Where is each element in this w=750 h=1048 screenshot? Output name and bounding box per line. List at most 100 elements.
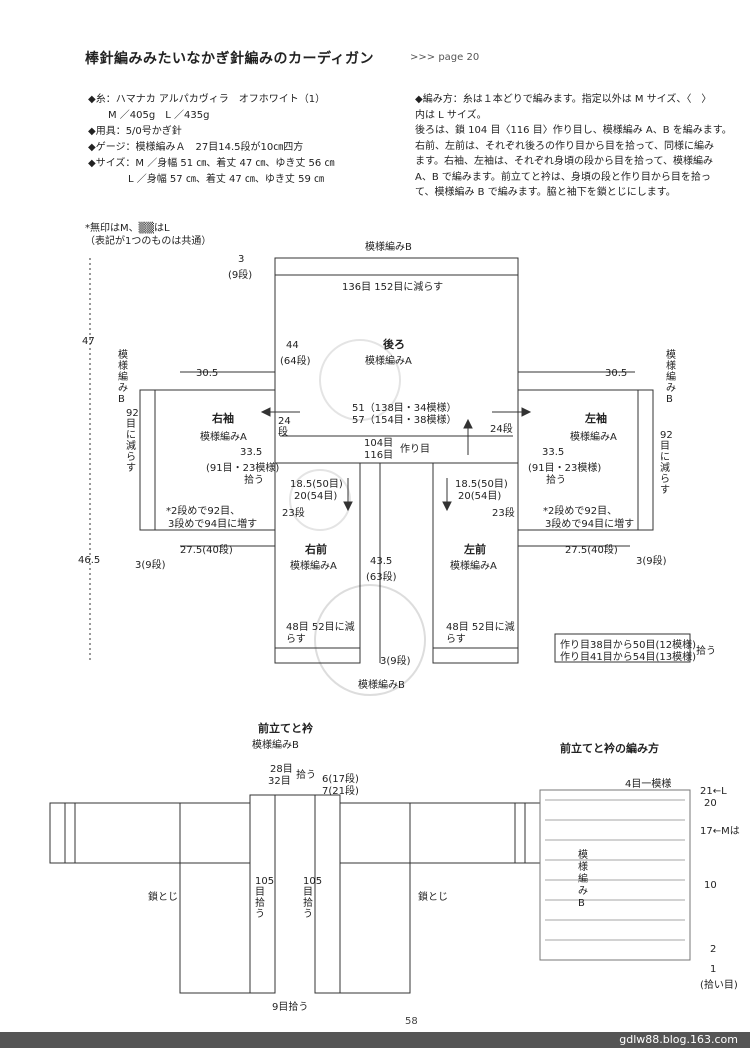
label-23rows-left: 23段 [282,508,305,519]
label-front-width-right-l: 20(54目) [294,491,338,502]
band-28sts: 28目 [270,764,293,775]
chart-row-17: 17←Mは [700,826,740,837]
label-24rows-left: 24段 [278,416,291,438]
chart-row-10: 10 [704,880,717,891]
label-left-sleeve-pattern: 模様編みA [570,432,617,443]
cuff-left [64,802,76,864]
materials-line: ◆ゲージ：模様編みＡ 27目14.5段が10㎝四方 [88,142,304,153]
label-sleeve-pick-right: 拾う [546,475,566,486]
label-9rows: (9段) [228,270,253,281]
label-front-width-left-m: 18.5(50目) [455,479,508,490]
chart-repeat: 4目一模様 [625,779,672,790]
band-front-right [339,802,411,994]
band-rows-7: 7(21段) [322,786,359,797]
method-line: 内は L サイズ。 [415,109,487,121]
chart-row-20: 20 [704,798,717,809]
label-sleeve-width-right: 33.5 [542,447,565,458]
materials-line: ◆用具：5/0号かぎ針 [88,126,182,137]
label-46-5: 46.5 [78,555,101,566]
label-right-sleeve: 右袖 [212,412,234,425]
size-note-line: *無印はM、▒▒はL [85,223,170,234]
page-number: 58 [405,1016,418,1027]
label-back: 後ろ [383,338,405,351]
label-left-sleeve: 左袖 [585,412,607,425]
label-9rows-left: 3(9段) [135,560,166,571]
materials-line: M ／405g L ／435g [88,110,210,121]
label-top-dim: 136目 152目に減らす [342,282,444,293]
label-92sts-right: 92目に減らす [660,430,673,496]
method-line: 右前、左前は、それぞれ後ろの作り目から目を拾って、同様に編み [415,140,714,152]
method-line: ◆編み方：糸は１本どりで編みます。指定以外は M サイズ、〈 〉 [415,94,712,105]
label-23rows-right: 23段 [492,508,515,519]
legend-line-1: 作り目38目から50目(12模様) [560,640,696,651]
watermark-cactus [319,339,401,421]
band-body-right [339,802,541,864]
chart-pick-row: (拾い目) [700,980,738,991]
page-title: 棒針編みみたいなかぎ針編みのカーディガン [85,51,375,67]
label-cast-on-l: 116目 [364,450,394,461]
label-pattern-b-top: 模様編みB [365,242,412,253]
footer-blog: gdlw88.blog.163.com [619,1033,738,1046]
label-right-front-pattern: 模様編みA [290,561,337,572]
label-3: 3 [238,254,245,265]
band-side-seam-right: 鎖とじ [418,892,448,903]
label-sleeve-pattern-b-left: 模様編みB [118,350,128,405]
label-sleeve-width-left: 33.5 [240,447,263,458]
label-cast-on-m: 104目 [364,438,394,449]
chart-row-21: 21←L [700,786,727,797]
size-note-line: （表記が1つのものは共通） [85,236,212,247]
label-front-rows: (63段) [366,572,397,583]
label-inc-note-left-2: 3段めで94目に増す [168,519,258,530]
band-body-left [49,802,251,864]
band-pick-105-right: 105目拾う [303,876,323,920]
label-64rows: (64段) [280,356,311,367]
footer-bar: gdlw88.blog.163.com [0,1032,750,1048]
method-line: て、模様編み B で編みます。脇と袖下を鎖とじにします。 [415,187,676,198]
materials-line: ◆糸：ハマナカ アルパカヴィラ オフホワイト（1） [88,94,326,105]
arrow-head [442,501,452,512]
arrow-head [343,501,353,512]
cuff-right [514,802,526,864]
label-hem-rows: 3(9段) [380,656,411,667]
legend-pick: 拾う [696,646,716,657]
label-sleeve-sts-right: (91目・23模様) [528,463,602,474]
band-rows-6: 6(17段) [322,774,359,785]
label-width-l: 57（154目・38模様） [352,415,457,426]
band-front-left [179,802,251,994]
watermark-cactus [289,469,351,531]
label-inc-note-right-2: 3段めで94目に増す [545,519,635,530]
label-right-sleeve-pattern: 模様編みA [200,432,247,443]
method-line: A、B で編みます。前立てと衿は、身頃の段と作り目から目を拾っ [415,171,711,183]
right-sleeve-panel [139,389,276,531]
arrow-head [463,418,473,429]
label-width-m: 51（138目・34模様） [352,403,457,414]
label-front-width-right-m: 18.5(50目) [290,479,343,490]
left-sleeve-panel [517,389,654,531]
legend-box [554,633,691,663]
label-inc-note-right-1: *2段めで92目、 [543,506,618,517]
band-32sts: 32目 [268,776,291,787]
chart-row-2: 2 [710,944,717,955]
label-hem-left: 48目 52目に減らす [446,622,515,645]
band-side-seam-left: 鎖とじ [148,892,178,903]
left-front-panel [432,462,519,664]
label-hem-right: 48目 52目に減らす [286,622,355,645]
band-pick-9: 9目拾う [272,1002,309,1013]
legend-line-2: 作り目41目から54目(13模様) [560,652,696,663]
label-sleeve-dim-left: 30.5 [196,368,219,379]
band-pick: 拾う [296,770,316,781]
label-back-pattern: 模様編みA [365,356,412,367]
label-sleeve-pattern-b-right: 模様編みB [666,350,676,405]
right-front-panel [274,462,361,664]
label-front-length: 43.5 [370,556,393,567]
back-panel [274,257,519,464]
arrow-head [521,407,532,417]
band-strip-right [314,794,341,994]
materials-block: ◆糸：ハマナカ アルパカヴィラ オフホワイト（1） M ／405g L ／435… [88,92,334,188]
label-cast-on: 作り目 [400,444,430,455]
label-44: 44 [286,340,299,351]
materials-line: L ／身幅 57 ㎝、着丈 47 ㎝、ゆき丈 59 ㎝ [88,174,324,185]
label-9rows-right: 3(9段) [636,556,667,567]
label-front-width-left-l: 20(54目) [458,491,502,502]
